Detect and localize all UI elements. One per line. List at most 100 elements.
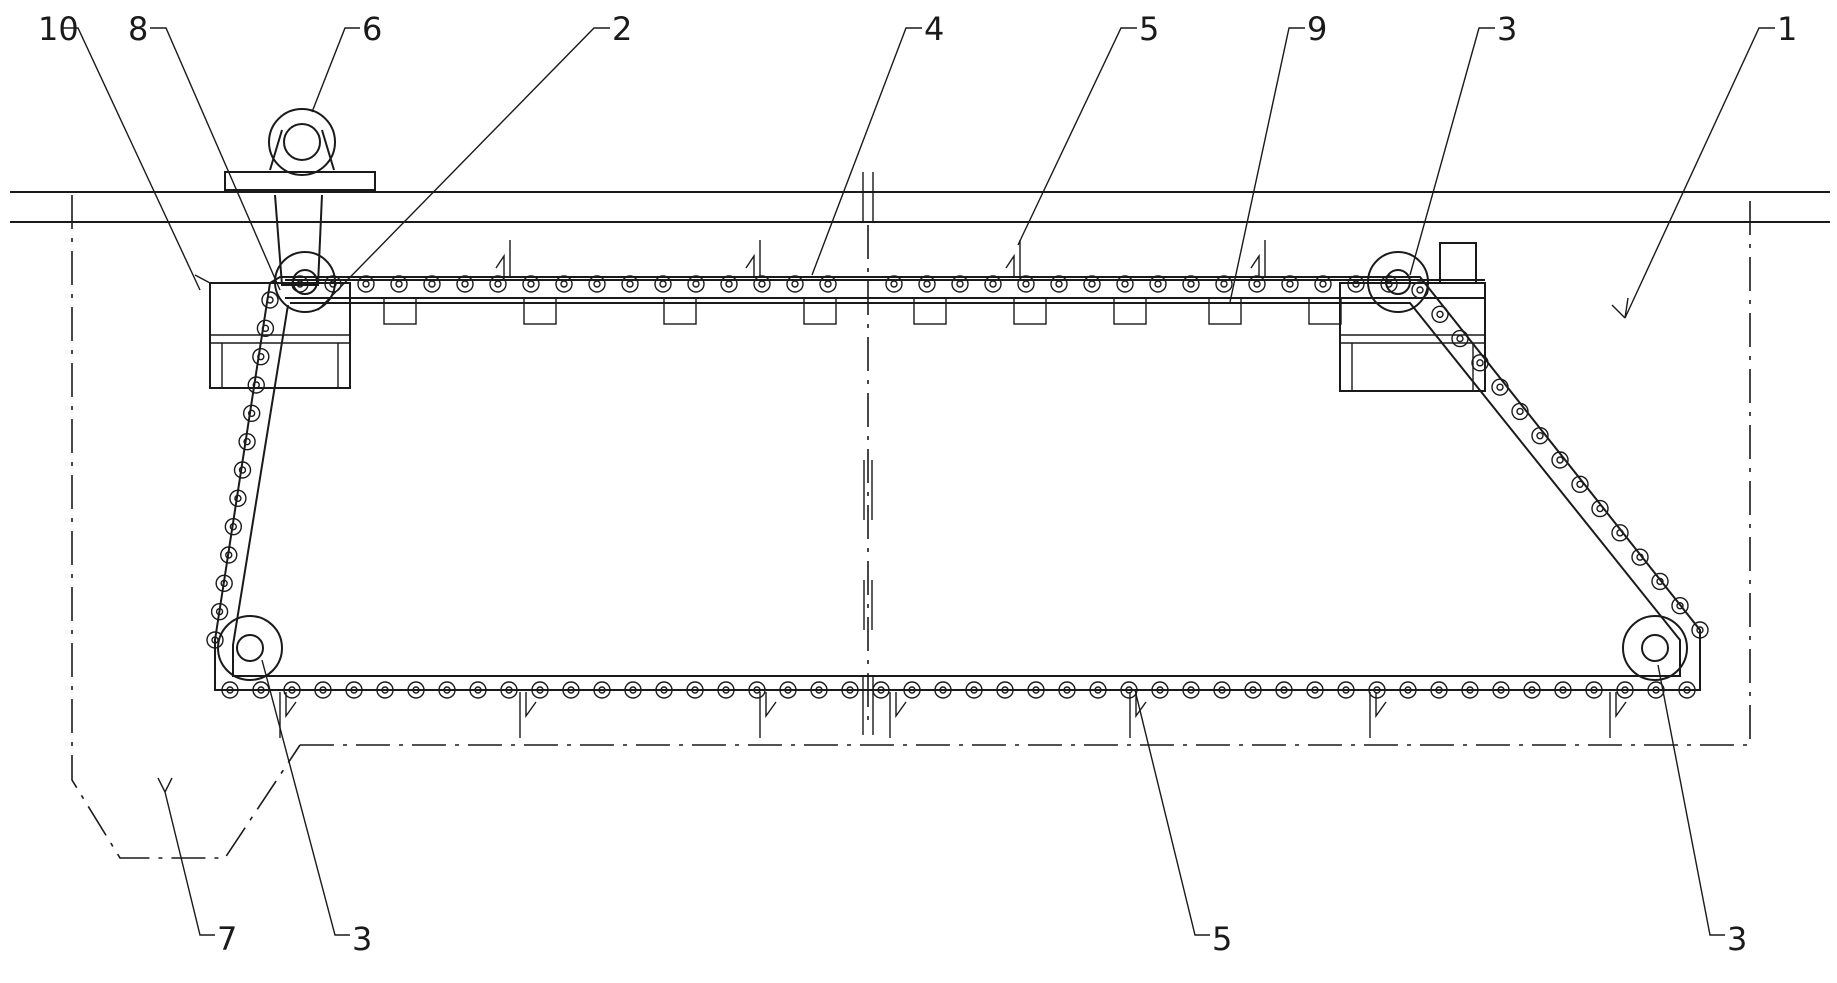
chain-roller-pin — [1063, 686, 1071, 694]
track-clamps — [383, 297, 1342, 325]
chain-roller-pin — [443, 686, 451, 694]
chain-roller — [1347, 275, 1365, 293]
chain-roller-pin — [1466, 686, 1474, 694]
chain-roller — [489, 275, 507, 293]
bottom-right-wheel — [1622, 615, 1688, 681]
chain-roller-pin — [461, 280, 469, 288]
chain-roller — [655, 681, 673, 699]
label-7: 7 — [217, 920, 237, 958]
chain-roller-pin — [329, 280, 337, 288]
chain-roller-pin — [815, 686, 823, 694]
ceiling-rails — [10, 191, 1830, 223]
chain-roller — [810, 681, 828, 699]
chain-roller — [1083, 275, 1101, 293]
chain-roller — [786, 275, 804, 293]
chain-roller-pin — [1416, 286, 1424, 294]
chain-roller-pin — [1516, 407, 1524, 416]
chain-roller — [593, 681, 611, 699]
chain-roller — [1531, 427, 1549, 445]
bottom-left-wheel-hub — [236, 634, 264, 662]
chain-roller — [407, 681, 425, 699]
chain-roller — [624, 681, 642, 699]
chain-roller-pin — [1156, 686, 1164, 694]
chain-hook — [1369, 692, 1387, 738]
chain-hook — [745, 240, 761, 276]
track-clamp — [663, 297, 697, 325]
chain-roller — [1368, 681, 1386, 699]
chain-roller-pin — [225, 551, 233, 559]
chain-roller-pin — [257, 352, 265, 361]
chain-roller-pin — [381, 686, 389, 694]
chain-roller — [1213, 681, 1231, 699]
chain-roller — [1149, 275, 1167, 293]
chain-roller — [1585, 681, 1603, 699]
label-3-bottom-right: 3 — [1727, 920, 1747, 958]
chain-roller-pin — [234, 494, 242, 503]
chain-roller — [1591, 499, 1609, 518]
chain-roller-pin — [505, 686, 513, 694]
chain-roller — [224, 517, 243, 536]
chain-roller-pin — [626, 280, 634, 288]
chain-roller-pin — [536, 686, 544, 694]
chain-roller-pin — [1088, 280, 1096, 288]
chain-roller — [233, 461, 252, 479]
chain-roller-pin — [1456, 334, 1464, 343]
chain-roller — [779, 681, 797, 699]
chain-roller-pin — [261, 324, 270, 333]
chain-roller-pin — [1528, 686, 1536, 694]
chain-roller-pin — [1022, 280, 1030, 288]
chain-roller — [1182, 681, 1200, 699]
label-1: 1 — [1777, 10, 1797, 48]
chain-roller-pin — [238, 466, 247, 474]
chain-roller-pin — [1436, 310, 1444, 318]
chain-roller — [984, 275, 1002, 293]
leader-lines — [62, 27, 1775, 936]
chain-roller-pin — [970, 686, 978, 694]
chain-roller-pin — [1576, 480, 1584, 488]
chain-roller-pin — [1652, 686, 1660, 694]
chain-roller — [283, 681, 301, 699]
machine-outline — [71, 195, 1751, 859]
chain-roller-pin — [758, 280, 766, 288]
chain-roller — [1314, 275, 1332, 293]
break-symbol — [862, 172, 874, 735]
chain-hooks — [279, 240, 1627, 738]
chain-roller — [621, 275, 639, 293]
chain-roller-pin — [1497, 686, 1505, 694]
label-3-bottom-left: 3 — [352, 920, 372, 958]
chain-roller-pin — [1556, 456, 1564, 464]
chain-roller-pin — [1280, 686, 1288, 694]
chain-roller — [588, 275, 606, 293]
chain-roller — [345, 681, 363, 699]
label-9: 9 — [1307, 10, 1327, 48]
chain-roller — [1571, 475, 1589, 493]
chain-roller — [1430, 681, 1448, 699]
label-3-top: 3 — [1497, 10, 1517, 48]
chain-roller-pin — [220, 579, 228, 588]
chain-roller-pin — [784, 686, 792, 694]
chain-roller — [562, 681, 580, 699]
chain-roller — [1616, 681, 1634, 699]
chain-roller — [1017, 275, 1035, 293]
track-clamp — [523, 297, 557, 325]
chain-roller — [1492, 681, 1510, 699]
label-2: 2 — [612, 10, 632, 48]
chain-roller — [687, 275, 705, 293]
chain-roller-pin — [215, 607, 224, 616]
chain-roller-pin — [1536, 432, 1544, 440]
drive-sprocket-hub — [292, 269, 318, 295]
chain-roller-pin — [753, 686, 761, 694]
chain-roller-pin — [1094, 686, 1102, 694]
chain-roller-pin — [1656, 577, 1664, 586]
chain-roller — [314, 681, 332, 699]
chain-roller — [1089, 681, 1107, 699]
chain-roller-pin — [846, 686, 854, 694]
chain-roller-pin — [1559, 686, 1567, 694]
zone-arrows — [157, 297, 1629, 793]
chain-roller-pin — [725, 280, 733, 288]
chain-roller — [841, 681, 859, 699]
chain-roller-pin — [1253, 280, 1261, 288]
chain-roller-pin — [629, 686, 637, 694]
chain-roller-pin — [1125, 686, 1133, 694]
chain-roller-pin — [1352, 280, 1360, 288]
